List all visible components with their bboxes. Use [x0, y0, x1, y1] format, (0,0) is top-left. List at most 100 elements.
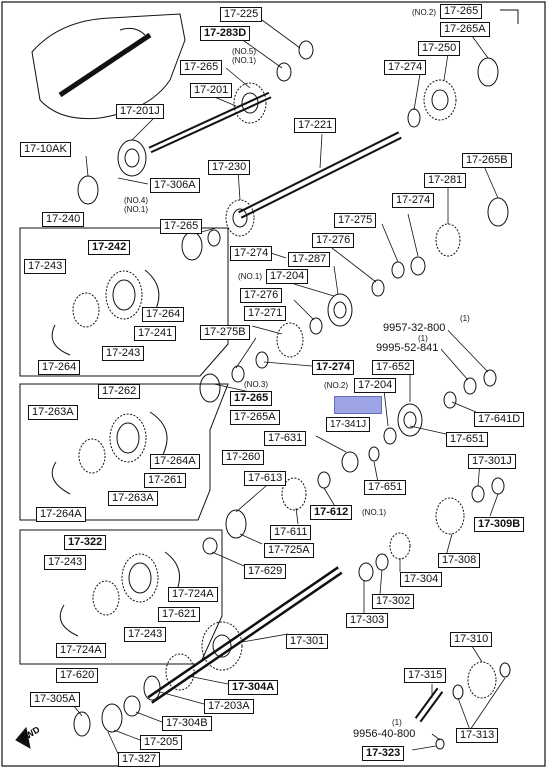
gear-17-304A: [165, 653, 195, 691]
label-17-265A-r1[interactable]: 17-265A: [440, 22, 490, 37]
label-17-301J[interactable]: 17-301J: [468, 454, 516, 469]
label-17-322[interactable]: 17-322: [64, 535, 107, 550]
label-17-204-b[interactable]: 17-204: [354, 378, 397, 393]
label-17-287[interactable]: 17-287: [288, 252, 331, 267]
label-17-725A[interactable]: 17-725A: [264, 543, 314, 558]
label-17-641D[interactable]: 17-641D: [474, 412, 525, 427]
label-17-205[interactable]: 17-205: [140, 735, 183, 750]
bearing-17-274-l: [207, 229, 221, 247]
bearing-17-303: [358, 562, 374, 582]
label-17-243-b[interactable]: 17-243: [102, 346, 145, 361]
label-17-243-d[interactable]: 17-243: [124, 627, 167, 642]
label-17-611[interactable]: 17-611: [270, 525, 312, 540]
label-17-275B[interactable]: 17-275B: [200, 325, 250, 340]
label-17-274-c[interactable]: 17-274: [230, 246, 273, 261]
label-17-313[interactable]: 17-313: [456, 728, 499, 743]
label-17-274-a[interactable]: 17-274: [384, 60, 427, 75]
ring-17-305A: [73, 711, 91, 737]
label-9995-52-841[interactable]: 9995-52-841: [373, 342, 442, 355]
bearing-17-204-a: [327, 293, 353, 327]
label-17-651-a[interactable]: 17-651: [446, 432, 489, 447]
label-17-262[interactable]: 17-262: [98, 384, 141, 399]
label-17-276-a[interactable]: 17-276: [312, 233, 355, 248]
label-17-264A-a[interactable]: 17-264A: [150, 454, 200, 469]
label-17-724A-b[interactable]: 17-724A: [56, 643, 106, 658]
label-17-263A-a[interactable]: 17-263A: [28, 405, 78, 420]
label-17-265-top[interactable]: 17-265: [180, 60, 223, 75]
bearing-17-652: [397, 403, 423, 437]
label-17-613[interactable]: 17-613: [244, 471, 287, 486]
label-17-201[interactable]: 17-201: [190, 83, 233, 98]
label-17-652[interactable]: 17-652: [372, 360, 415, 375]
label-17-304[interactable]: 17-304: [400, 572, 443, 587]
label-17-315[interactable]: 17-315: [404, 668, 447, 683]
label-17-304A[interactable]: 17-304A: [228, 680, 279, 695]
label-17-221[interactable]: 17-221: [294, 118, 337, 133]
gear-upper-left: [233, 82, 267, 124]
group-17-620: [19, 529, 223, 665]
label-9956-40-800[interactable]: 9956-40-800: [350, 728, 419, 741]
label-17-264-b[interactable]: 17-264: [38, 360, 81, 375]
label-17-230[interactable]: 17-230: [208, 160, 251, 175]
label-17-305A[interactable]: 17-305A: [30, 692, 80, 707]
label-17-275[interactable]: 17-275: [334, 213, 377, 228]
highlighted-part-17-204[interactable]: [334, 396, 382, 414]
label-17-241[interactable]: 17-241: [134, 326, 177, 341]
bolt-17-323: [435, 738, 445, 750]
label-17-631[interactable]: 17-631: [264, 431, 307, 446]
label-17-304B[interactable]: 17-304B: [162, 716, 212, 731]
label-17-621[interactable]: 17-621: [158, 607, 201, 622]
label-17-265-l[interactable]: 17-265: [160, 219, 203, 234]
label-17-242[interactable]: 17-242: [88, 240, 131, 255]
label-17-620[interactable]: 17-620: [56, 668, 99, 683]
flange-17-203A: [143, 675, 161, 701]
label-17-225[interactable]: 17-225: [220, 7, 263, 22]
note-no1-a: (NO.1): [232, 56, 256, 65]
label-17-341J[interactable]: 17-341J: [326, 417, 371, 432]
label-9957-32-800[interactable]: 9957-32-800: [380, 322, 449, 335]
label-17-308[interactable]: 17-308: [438, 553, 481, 568]
label-17-10AK[interactable]: 17-10AK: [20, 142, 71, 157]
label-17-250[interactable]: 17-250: [418, 41, 461, 56]
label-17-306A[interactable]: 17-306A: [150, 178, 200, 193]
washer-17-276-a: [371, 279, 385, 297]
label-17-265-r1[interactable]: 17-265: [440, 4, 483, 19]
label-17-263A-b[interactable]: 17-263A: [108, 491, 158, 506]
group-17-260: [19, 383, 229, 521]
label-17-309B[interactable]: 17-309B: [474, 517, 525, 532]
label-17-265-m[interactable]: 17-265: [230, 391, 273, 406]
label-17-201J[interactable]: 17-201J: [116, 104, 164, 119]
label-17-203A[interactable]: 17-203A: [204, 699, 254, 714]
label-17-264-a[interactable]: 17-264: [142, 307, 185, 322]
bearing-17-274-m: [255, 351, 269, 369]
label-17-323[interactable]: 17-323: [362, 746, 405, 761]
label-17-629[interactable]: 17-629: [244, 564, 287, 579]
label-17-310[interactable]: 17-310: [450, 632, 493, 647]
label-17-261[interactable]: 17-261: [144, 473, 187, 488]
label-17-271[interactable]: 17-271: [244, 306, 287, 321]
label-17-327[interactable]: 17-327: [118, 752, 161, 767]
label-17-265A-m[interactable]: 17-265A: [230, 410, 280, 425]
label-17-204-a[interactable]: 17-204: [266, 269, 309, 284]
label-17-281[interactable]: 17-281: [424, 173, 467, 188]
label-17-651-b[interactable]: 17-651: [364, 480, 407, 495]
note-1-c: (1): [392, 718, 402, 727]
label-17-274-d[interactable]: 17-274: [312, 360, 355, 375]
label-17-283D[interactable]: 17-283D: [200, 26, 251, 41]
label-17-612[interactable]: 17-612: [310, 505, 353, 520]
note-1-a: (1): [460, 314, 470, 323]
label-17-724A-a[interactable]: 17-724A: [168, 587, 218, 602]
label-17-301[interactable]: 17-301: [286, 634, 329, 649]
label-17-274-b[interactable]: 17-274: [392, 193, 435, 208]
label-17-264A-b[interactable]: 17-264A: [36, 507, 86, 522]
label-17-240[interactable]: 17-240: [42, 212, 85, 227]
label-17-260[interactable]: 17-260: [222, 450, 265, 465]
note-no4: (NO.4): [124, 196, 148, 205]
label-17-276-b[interactable]: 17-276: [240, 288, 283, 303]
label-17-243-a[interactable]: 17-243: [24, 259, 67, 274]
ring-17-265-m: [199, 373, 221, 403]
label-17-243-c[interactable]: 17-243: [44, 555, 87, 570]
label-17-303[interactable]: 17-303: [346, 613, 389, 628]
label-17-302[interactable]: 17-302: [372, 594, 415, 609]
label-17-265B[interactable]: 17-265B: [462, 153, 512, 168]
